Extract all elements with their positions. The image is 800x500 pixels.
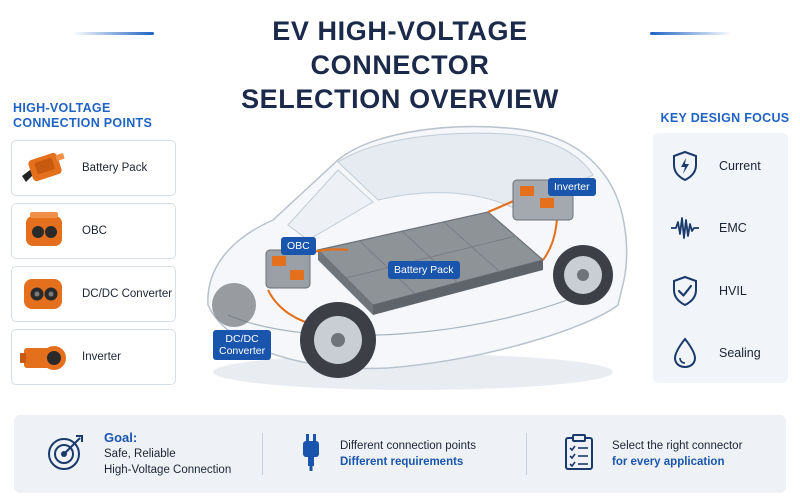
goal-line2: High-Voltage Connection	[104, 464, 232, 476]
connection-points-text: Different connection points Different re…	[340, 438, 476, 470]
summary-goal: Goal: Safe, Reliable High-Voltage Connec…	[46, 415, 231, 493]
tag-battery-pack: Battery Pack	[388, 261, 460, 279]
page-title-line1: EV HIGH-VOLTAGE CONNECTOR	[272, 16, 528, 80]
connection-card-label: Battery Pack	[82, 162, 148, 174]
connection-card-label: DC/DC Converter	[82, 288, 173, 300]
waveform-icon	[665, 208, 705, 248]
summary-banner: Goal: Safe, Reliable High-Voltage Connec…	[14, 415, 786, 493]
focus-label: EMC	[719, 221, 747, 235]
target-icon	[46, 432, 86, 477]
inverter-connector-icon	[12, 330, 74, 384]
focus-item-current: Current	[653, 146, 788, 186]
right-line2: for every application	[612, 456, 725, 468]
summary-divider	[262, 433, 263, 475]
checklist-icon	[564, 433, 594, 476]
tag-inverter: Inverter	[548, 178, 596, 196]
goal-title: Goal:	[104, 430, 138, 445]
focus-label: HVIL	[719, 284, 747, 298]
dcdc-connector-icon	[12, 267, 74, 321]
shield-bolt-icon	[665, 146, 705, 186]
connection-card-battery-pack[interactable]: Battery Pack	[11, 140, 176, 196]
water-drop-icon	[665, 333, 705, 373]
key-design-focus-heading: KEY DESIGN FOCUS	[660, 111, 790, 125]
tag-dcdc-line1: DC/DC	[225, 333, 259, 345]
title-decor-line-left	[72, 32, 154, 35]
title-decor-line-right	[650, 32, 732, 35]
connection-card-obc[interactable]: OBC	[11, 203, 176, 259]
focus-label: Current	[719, 159, 761, 173]
shield-check-icon	[665, 271, 705, 311]
summary-connection-points: Different connection points Different re…	[300, 415, 476, 493]
key-design-focus-panel: Current EMC HVIL Sealing	[653, 133, 788, 383]
connection-card-inverter[interactable]: Inverter	[11, 329, 176, 385]
mid-line1: Different connection points	[340, 440, 476, 452]
connection-card-dcdc-converter[interactable]: DC/DC Converter	[11, 266, 176, 322]
selection-text: Select the right connector for every app…	[612, 438, 742, 470]
mid-line2: Different requirements	[340, 456, 464, 468]
focus-item-sealing: Sealing	[653, 333, 788, 373]
rear-left-wheel	[212, 283, 256, 327]
ev-car-illustration: Inverter OBC Battery Pack DC/DC Converte…	[188, 100, 633, 400]
battery-connector-icon	[12, 141, 74, 195]
tag-dcdc-converter: DC/DC Converter	[213, 330, 272, 360]
ev-car-svg	[207, 125, 628, 390]
summary-selection: Select the right connector for every app…	[564, 415, 742, 493]
goal-line1: Safe, Reliable	[104, 448, 176, 460]
connection-points-heading: HIGH-VOLTAGE CONNECTION POINTS	[13, 101, 183, 131]
page-title: EV HIGH-VOLTAGE CONNECTOR SELECTION OVER…	[180, 14, 620, 116]
front-wheel	[300, 302, 376, 378]
connector-plug-icon	[300, 432, 322, 477]
connection-card-label: Inverter	[82, 351, 121, 363]
summary-divider	[526, 433, 527, 475]
focus-label: Sealing	[719, 346, 761, 360]
obc-connector-icon	[12, 204, 74, 258]
page-title-line2: SELECTION OVERVIEW	[241, 84, 559, 114]
rear-wheel	[553, 245, 613, 305]
connection-points-heading-line2: CONNECTION POINTS	[13, 116, 153, 130]
focus-item-hvil: HVIL	[653, 271, 788, 311]
connection-points-heading-line1: HIGH-VOLTAGE	[13, 101, 111, 115]
tag-dcdc-line2: Converter	[219, 345, 266, 357]
tag-obc: OBC	[281, 237, 316, 255]
goal-text: Goal: Safe, Reliable High-Voltage Connec…	[104, 430, 231, 478]
connection-card-label: OBC	[82, 225, 107, 237]
right-line1: Select the right connector	[612, 440, 743, 452]
focus-item-emc: EMC	[653, 208, 788, 248]
